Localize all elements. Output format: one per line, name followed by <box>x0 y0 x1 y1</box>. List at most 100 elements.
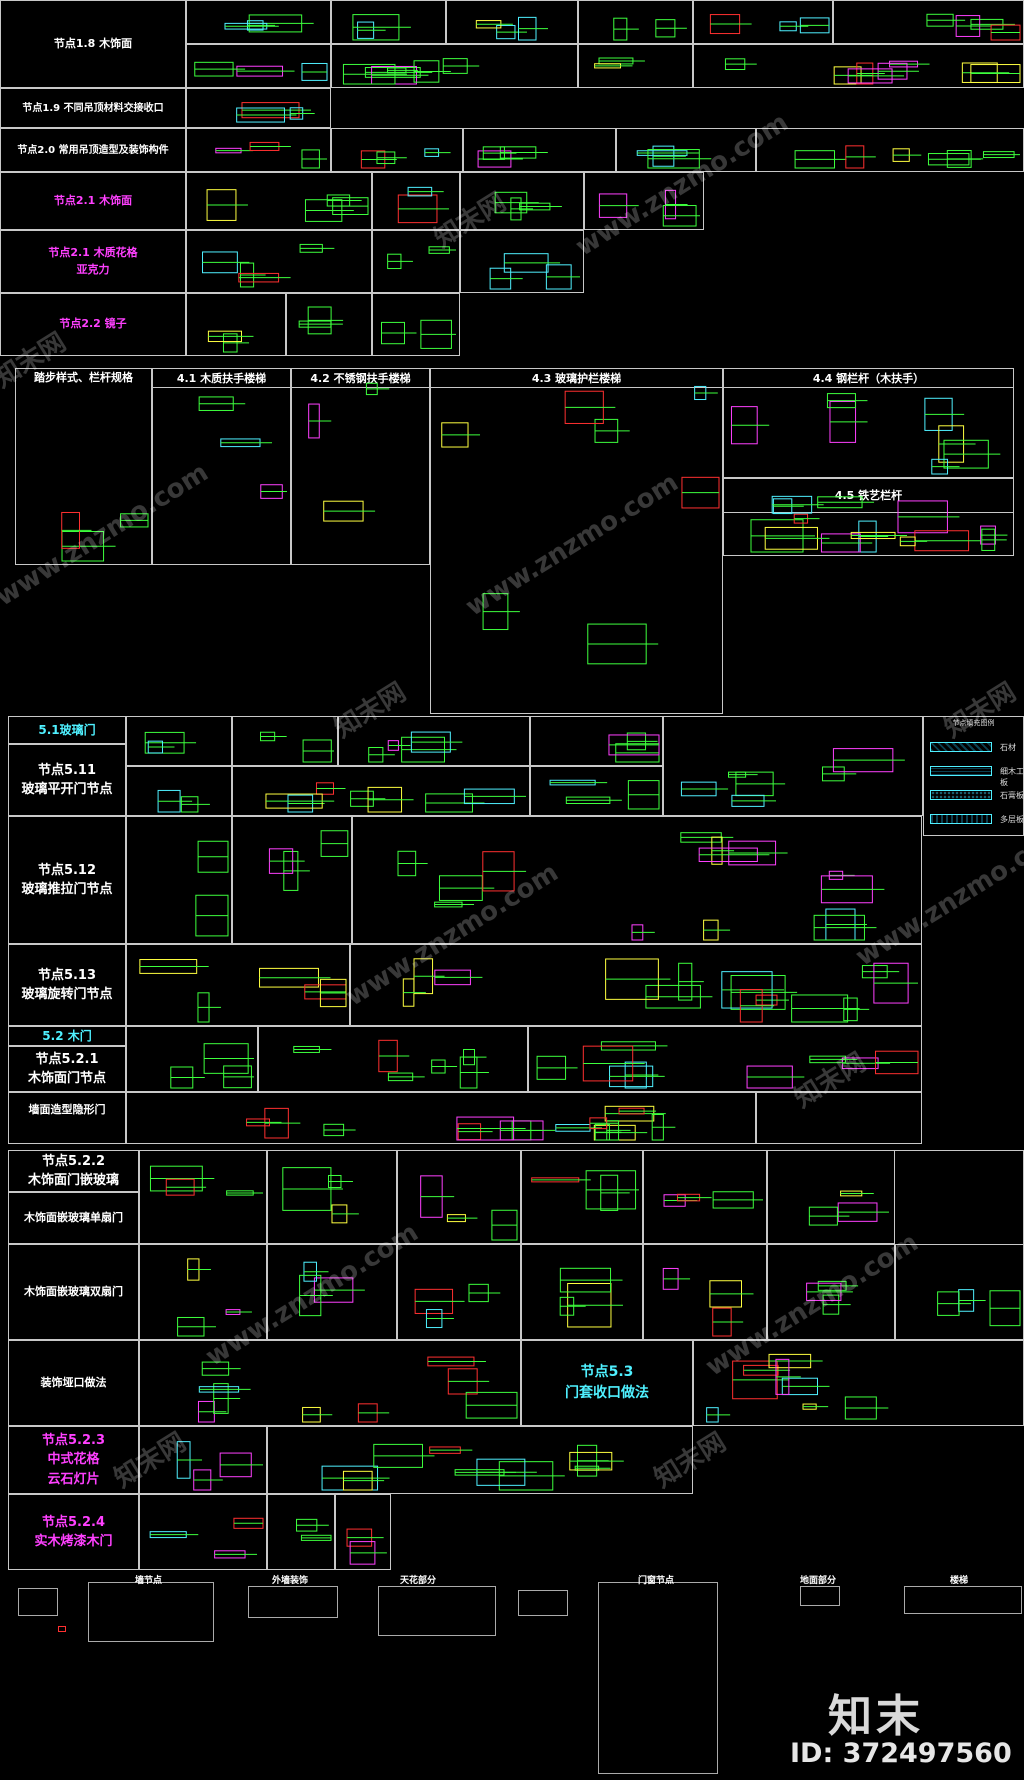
decor-opening-label-cell <box>8 1340 139 1426</box>
sheet-small <box>18 1588 58 1616</box>
section-label-s45: 4.5 铁艺栏杆 <box>834 488 903 502</box>
n21b-cell <box>372 230 460 293</box>
n511-cell <box>530 766 663 816</box>
cad-drawing <box>207 330 254 353</box>
cad-drawing <box>246 1105 676 1141</box>
n512-label-cell <box>8 816 126 944</box>
n522-cell <box>767 1244 895 1340</box>
n523-cell <box>139 1426 267 1494</box>
cad-drawing <box>489 253 580 290</box>
cad-drawing <box>299 1261 365 1317</box>
n21-cell <box>372 172 460 230</box>
n20-cell <box>186 128 331 172</box>
n512-cell <box>126 816 232 944</box>
section-label-n521: 节点5.2.1 木饰面门节点 <box>27 1051 106 1087</box>
cad-drawing <box>663 1191 763 1209</box>
section-label-n20: 节点2.0 常用吊顶造型及装饰构件 <box>17 144 169 156</box>
section-label-double-door: 木饰面嵌玻璃双扇门 <box>24 1284 123 1298</box>
cad-drawing <box>321 1443 624 1491</box>
n53-label-cell <box>521 1340 693 1426</box>
section-label-decor-opening: 装饰垭口做法 <box>40 1375 107 1389</box>
cad-drawing <box>397 186 449 224</box>
sheet-wall <box>88 1582 214 1642</box>
n20-cell <box>331 128 463 172</box>
legend-item: 石膏板 <box>1000 791 1024 800</box>
n522-cell <box>139 1244 267 1340</box>
row-n22-label-cell <box>0 293 186 356</box>
watermark-id: ID: 372497560 <box>790 1738 1012 1769</box>
row-n18-label-cell <box>0 0 186 88</box>
cad-drawing <box>724 58 1021 85</box>
cad-drawing <box>215 141 327 169</box>
cad-drawing <box>750 495 960 553</box>
section-label-n511: 节点5.11 玻璃平开门节点 <box>21 762 113 798</box>
n524-cell <box>267 1494 335 1570</box>
n524-cell <box>139 1494 267 1570</box>
cad-drawing <box>680 748 905 807</box>
cad-drawing <box>531 1170 639 1211</box>
section-label-s42: 4.2 不锈钢扶手楼梯 <box>291 368 430 388</box>
cad-drawing <box>157 789 210 813</box>
watermark-brand: 知末 <box>828 1691 924 1742</box>
legend-item: 石材 <box>1000 743 1016 752</box>
n511-cell <box>663 716 923 816</box>
cad-drawing <box>477 146 548 168</box>
row-n20-label-cell <box>0 128 186 172</box>
n522-cell <box>521 1244 643 1340</box>
n511-cell <box>126 766 232 816</box>
n18-cell <box>331 0 446 44</box>
n522-label-cell <box>8 1150 139 1192</box>
section-label-s51: 5.1玻璃门 <box>38 723 96 737</box>
n522-cell <box>521 1150 643 1244</box>
n18-cell <box>578 44 693 88</box>
section-label-hidden-door: 墙面造型隐形门 <box>28 1102 106 1116</box>
cad-drawing <box>608 732 660 763</box>
section-label-n513: 节点5.13 玻璃旋转门节点 <box>21 967 113 1003</box>
cad-drawing <box>794 145 1020 169</box>
n21b-cell <box>460 230 584 293</box>
cad-drawing <box>368 731 463 763</box>
cad-drawing <box>236 102 315 123</box>
n21-cell <box>460 172 584 230</box>
sheet-title-exterior: 外墙装饰 <box>272 1576 309 1586</box>
n513-cell <box>350 944 922 1026</box>
s52-header-cell <box>8 1026 126 1046</box>
n522-cell <box>267 1150 397 1244</box>
legend-swatch <box>930 814 992 824</box>
stair-style-cell <box>15 368 152 565</box>
sheet-title-ceiling: 天花部分 <box>400 1576 437 1586</box>
n511-cell <box>126 716 232 766</box>
cad-drawing <box>381 319 456 349</box>
n18-cell <box>186 44 331 88</box>
cad-drawing <box>808 1190 889 1226</box>
n19-cell <box>186 88 331 128</box>
n523-cell <box>267 1426 693 1494</box>
n18-cell <box>446 0 578 44</box>
cad-drawing <box>662 1267 754 1337</box>
cad-drawing <box>926 13 1021 41</box>
n521-cell <box>528 1026 922 1092</box>
cad-drawing <box>402 958 918 1023</box>
cad-drawing <box>387 246 456 270</box>
sheet-title-wall: 墙节点 <box>135 1576 163 1586</box>
n22-cell <box>186 293 286 356</box>
n521-cell <box>258 1026 528 1092</box>
legend-swatch <box>930 766 992 776</box>
cad-drawing <box>937 1289 1021 1327</box>
section-label-n18: 节点1.8 木饰面 <box>53 36 133 50</box>
cad-drawing <box>397 832 885 941</box>
n511-cell <box>232 766 530 816</box>
cad-drawing <box>202 243 335 288</box>
cad-drawing <box>706 1353 889 1423</box>
n512-cell <box>352 816 922 944</box>
section-label-s44: 4.4 钢栏杆（木扶手） <box>723 368 1014 388</box>
n522-cell <box>767 1150 895 1244</box>
cad-drawing <box>308 382 390 522</box>
n523-label-cell <box>8 1426 139 1494</box>
cad-drawing <box>61 511 149 562</box>
sheet-small <box>518 1590 568 1616</box>
section-label-n523: 节点5.2.3 中式花格 云石灯片 <box>41 1432 105 1487</box>
cad-drawing <box>260 731 334 763</box>
n522-cell <box>643 1244 767 1340</box>
section-label-n522: 节点5.2.2 木饰面门嵌玻璃 <box>27 1153 119 1189</box>
